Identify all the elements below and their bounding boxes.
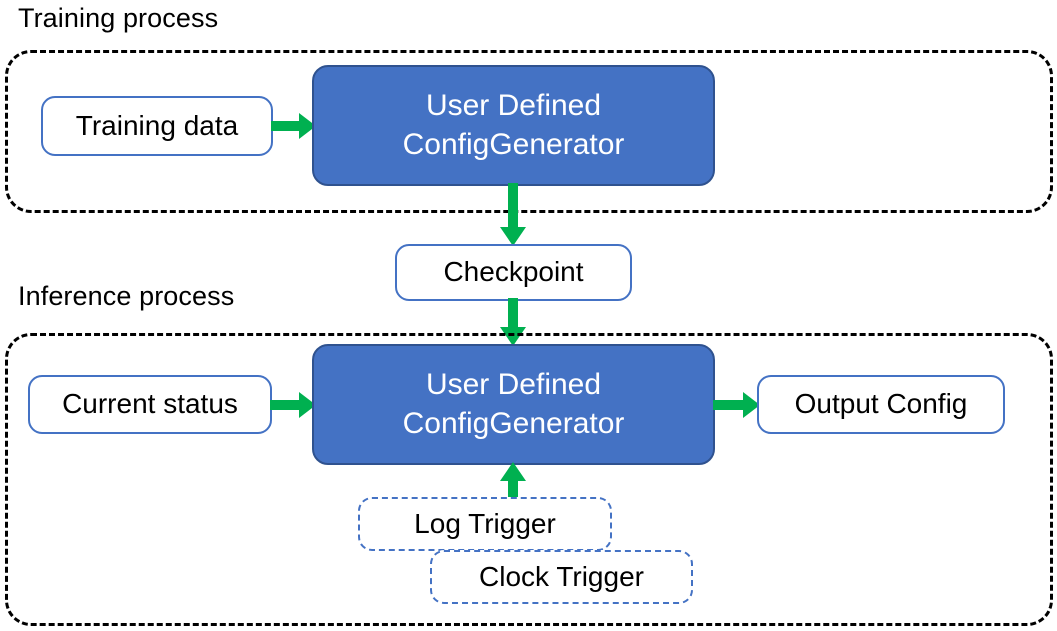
training-process-label: Training process xyxy=(18,3,219,33)
node-current-status[interactable]: Current status xyxy=(28,375,272,434)
arrow-generator-to-output-config xyxy=(713,389,761,421)
node-clock-trigger[interactable]: Clock Trigger xyxy=(430,550,693,604)
node-user-defined-configgenerator-inference[interactable]: User Defined ConfigGenerator xyxy=(312,344,715,465)
arrow-training-data-to-generator xyxy=(271,110,317,142)
node-training-data[interactable]: Training data xyxy=(41,96,273,156)
node-user-defined-configgenerator-training[interactable]: User Defined ConfigGenerator xyxy=(312,65,715,186)
generator-training-line1: User Defined xyxy=(425,89,602,123)
node-log-trigger[interactable]: Log Trigger xyxy=(358,497,612,551)
inference-process-container xyxy=(5,333,1053,626)
generator-inference-line2: ConfigGenerator xyxy=(402,406,625,440)
generator-inference-line1: User Defined xyxy=(425,368,602,402)
generator-training-line2: ConfigGenerator xyxy=(402,127,625,161)
node-checkpoint[interactable]: Checkpoint xyxy=(395,244,632,301)
training-process-container xyxy=(5,50,1053,213)
inference-process-label: Inference process xyxy=(18,281,235,311)
node-output-config[interactable]: Output Config xyxy=(757,375,1005,434)
arrow-generator-to-checkpoint xyxy=(497,183,529,247)
arrow-current-status-to-generator xyxy=(270,389,317,421)
arrow-trigger-to-generator xyxy=(497,462,529,504)
